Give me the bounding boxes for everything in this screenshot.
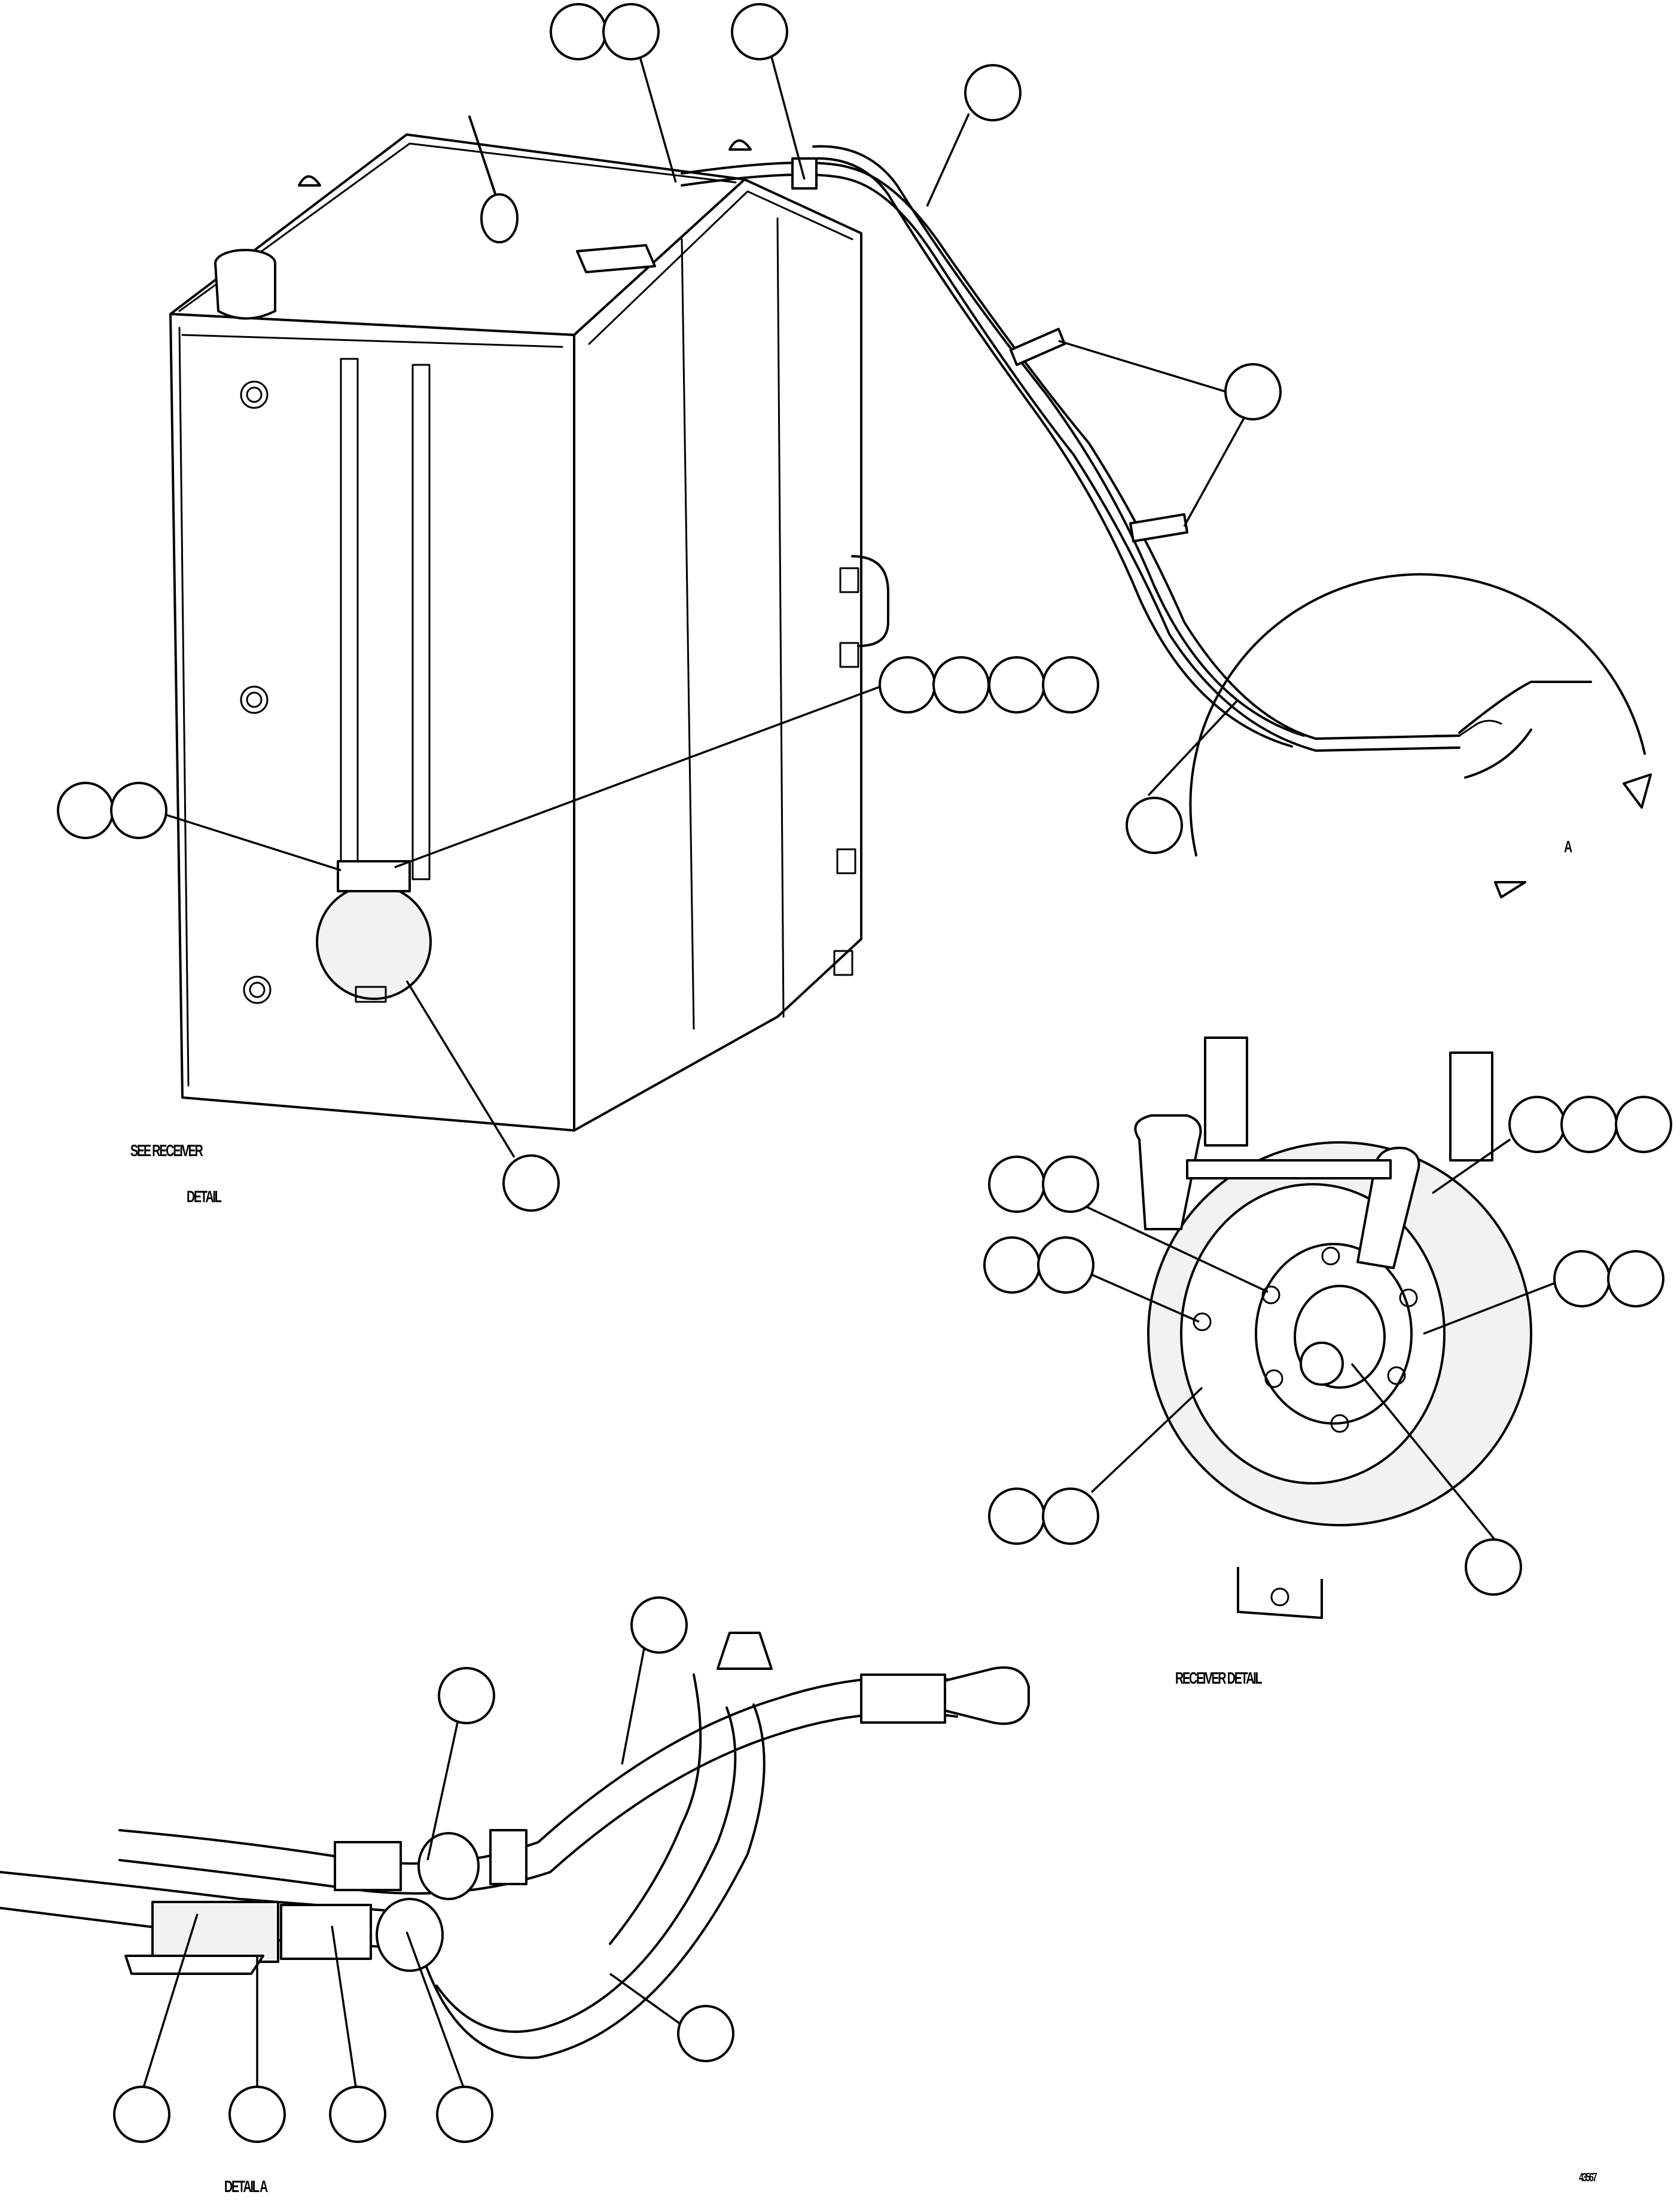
callout-bubble bbox=[988, 1487, 1045, 1545]
callout-bubble bbox=[932, 656, 990, 714]
see-receiver-label: SEE RECEIVER bbox=[130, 1141, 203, 1160]
callout-bubble bbox=[1615, 1096, 1672, 1153]
callout-bubbles bbox=[57, 3, 1672, 2143]
detail-a-title: DETAIL A bbox=[224, 2177, 268, 2196]
callout-bubble bbox=[550, 3, 607, 60]
callout-bubble bbox=[1042, 1156, 1099, 1213]
callout-bubble bbox=[731, 3, 788, 60]
callout-bubble bbox=[113, 2086, 170, 2143]
receiver-detail-title: RECEIVER DETAIL bbox=[1175, 1669, 1263, 1687]
see-receiver-detail-label: DETAIL bbox=[187, 1187, 222, 1206]
callout-bubble bbox=[1126, 797, 1183, 854]
hydraulic-hoses bbox=[681, 145, 1461, 752]
callout-bubble bbox=[1607, 1250, 1664, 1307]
callout-bubble bbox=[964, 64, 1022, 121]
callout-bubble bbox=[110, 782, 167, 839]
callout-bubble bbox=[1465, 1538, 1522, 1596]
callout-bubble bbox=[438, 1667, 495, 1724]
callout-bubble bbox=[1560, 1096, 1618, 1153]
callout-bubble bbox=[1224, 363, 1282, 420]
detail-a-view bbox=[0, 1632, 1030, 2059]
callout-bubble bbox=[602, 3, 660, 60]
callout-bubble bbox=[436, 2086, 493, 2143]
callout-bubble bbox=[677, 2005, 734, 2062]
callout-bubble bbox=[630, 1596, 688, 1654]
callout-bubble bbox=[1037, 1236, 1094, 1294]
callout-bubble bbox=[57, 782, 114, 839]
callout-bubble bbox=[988, 656, 1045, 714]
callout-bubble bbox=[329, 2086, 386, 2143]
hydraulic-tank bbox=[169, 115, 889, 1132]
callout-bubble bbox=[1508, 1096, 1566, 1153]
callout-bubble bbox=[1042, 656, 1099, 714]
callout-bubble bbox=[1553, 1250, 1611, 1307]
callout-bubble bbox=[502, 1154, 560, 1212]
callout-bubble bbox=[983, 1236, 1041, 1294]
callout-bubble bbox=[228, 2086, 286, 2143]
callout-bubble bbox=[879, 656, 936, 714]
suction-receiver bbox=[316, 860, 432, 1003]
callout-bubble bbox=[1042, 1487, 1099, 1545]
callout-bubble bbox=[988, 1156, 1045, 1213]
view-a-label: A bbox=[1564, 837, 1572, 856]
receiver-detail bbox=[1134, 1037, 1532, 1619]
drawing-number: 43567 bbox=[1579, 2171, 1597, 2184]
leader-lines bbox=[142, 56, 1556, 2088]
